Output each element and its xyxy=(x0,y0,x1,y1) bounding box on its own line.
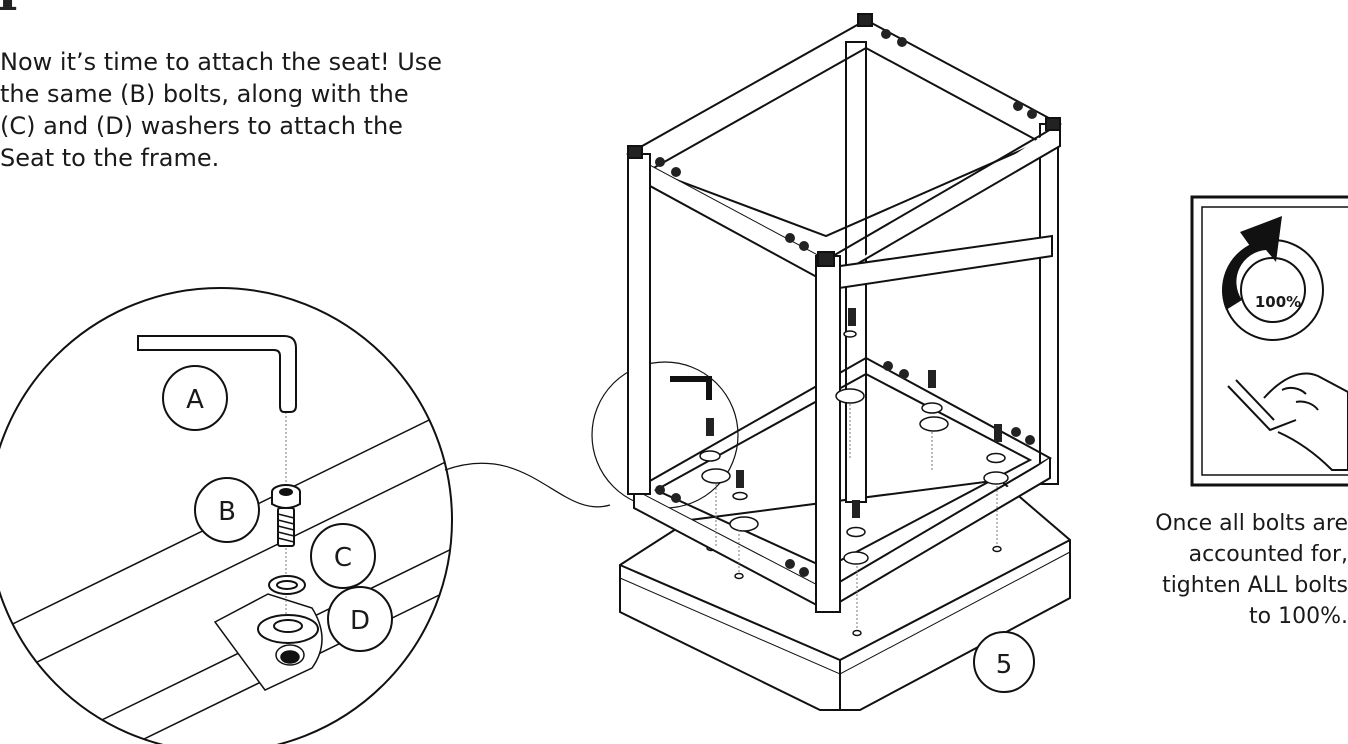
note-line: tighten ALL bolts xyxy=(1162,573,1348,598)
step-number: 5 xyxy=(996,650,1013,680)
tighten-instruction-icon: 100% xyxy=(1190,195,1348,487)
step-number-badge xyxy=(973,631,1035,693)
label-c: C xyxy=(334,543,352,573)
note-line: Once all bolts are xyxy=(1155,511,1348,536)
split-washer-part-c xyxy=(268,575,306,595)
instruction-line: (C) and (D) washers to attach the xyxy=(0,112,403,140)
flat-washer-part-d xyxy=(257,614,319,644)
tighten-percent: 100% xyxy=(1255,293,1301,311)
instruction-text: Now it’s time to attach the seat! Use th… xyxy=(0,46,500,174)
callout-connector xyxy=(444,462,611,508)
allen-key-part-a xyxy=(137,335,297,413)
note-line: to 100%. xyxy=(1249,604,1348,629)
label-a: A xyxy=(186,385,204,415)
note-line: accounted for, xyxy=(1188,542,1348,567)
label-b: B xyxy=(218,497,236,527)
instruction-line: the same (B) bolts, along with the xyxy=(0,80,409,108)
label-d: D xyxy=(350,606,370,636)
bolt-part-b xyxy=(271,484,301,547)
instruction-line: Now it’s time to attach the seat! Use xyxy=(0,48,443,76)
tighten-note: Once all bolts are accounted for, tighte… xyxy=(1090,508,1348,632)
seat-base xyxy=(619,478,1071,711)
parts-detail-circle: A B C D xyxy=(0,287,453,744)
instruction-line: Seat to the frame. xyxy=(0,144,220,172)
step-heading: p xyxy=(0,0,34,8)
stool-frame xyxy=(625,13,1063,630)
